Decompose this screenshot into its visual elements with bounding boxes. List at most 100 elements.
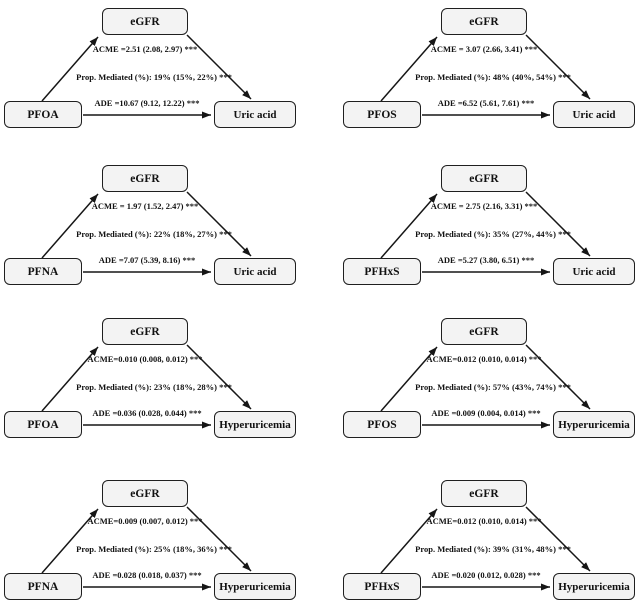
outcome-box: Hyperuricemia <box>214 573 296 600</box>
prop-mediated-label: Prop. Mediated (%): 35% (27%, 44%) *** <box>415 229 571 239</box>
acme-label: ACME = 2.75 (2.16, 3.31) *** <box>430 201 538 211</box>
ade-label: ADE =7.07 (5.39, 8.16) *** <box>98 255 196 265</box>
prop-mediated-label: Prop. Mediated (%): 19% (15%, 22%) *** <box>76 72 232 82</box>
arrow-mediator-to-outcome <box>525 191 591 257</box>
exposure-box: PFHxS <box>343 258 421 285</box>
mediator-box: eGFR <box>102 318 188 345</box>
mediator-label: eGFR <box>130 172 160 185</box>
arrow-exposure-to-mediator <box>380 346 438 412</box>
exposure-box: PFOA <box>4 101 82 128</box>
prop-mediated-label: Prop. Mediated (%): 25% (18%, 36%) *** <box>76 544 232 554</box>
mediator-label: eGFR <box>469 325 499 338</box>
prop-mediated-label: Prop. Mediated (%): 23% (18%, 28%) *** <box>76 382 232 392</box>
outcome-label: Uric acid <box>572 265 616 278</box>
arrow-exposure-to-mediator <box>380 508 438 574</box>
panel-pfoa-uric-acid: eGFR PFOA Uric acid ACME =2.51 (2.08, 2.… <box>0 4 320 149</box>
path-arrows <box>41 344 252 429</box>
mediator-label: eGFR <box>469 15 499 28</box>
mediator-box: eGFR <box>102 8 188 35</box>
ade-label: ADE =0.036 (0.028, 0.044) *** <box>92 408 202 418</box>
exposure-label: PFOA <box>27 418 59 431</box>
outcome-box: Hyperuricemia <box>214 411 296 438</box>
mediator-label: eGFR <box>130 487 160 500</box>
arrow-exposure-to-mediator <box>380 193 438 259</box>
exposure-label: PFOS <box>367 418 397 431</box>
mediator-box: eGFR <box>441 480 527 507</box>
exposure-box: PFNA <box>4 573 82 600</box>
prop-mediated-label: Prop. Mediated (%): 48% (40%, 54%) *** <box>415 72 571 82</box>
ade-label: ADE =0.020 (0.012, 0.028) *** <box>431 570 541 580</box>
exposure-box: PFHxS <box>343 573 421 600</box>
arrow-mediator-to-outcome <box>186 344 252 410</box>
arrow-mediator-to-outcome <box>525 506 591 572</box>
outcome-box: Hyperuricemia <box>553 411 635 438</box>
arrow-mediator-to-outcome <box>525 344 591 410</box>
prop-mediated-label: Prop. Mediated (%): 57% (43%, 74%) *** <box>415 382 571 392</box>
ade-label: ADE =0.028 (0.018, 0.037) *** <box>92 570 202 580</box>
path-arrows <box>41 506 252 591</box>
exposure-label: PFNA <box>27 580 59 593</box>
path-arrows <box>380 34 591 119</box>
mediator-box: eGFR <box>441 165 527 192</box>
mediator-label: eGFR <box>469 172 499 185</box>
outcome-label: Hyperuricemia <box>219 580 291 593</box>
acme-label: ACME=0.010 (0.008, 0.012) *** <box>87 354 203 364</box>
outcome-box: Uric acid <box>553 258 635 285</box>
outcome-label: Hyperuricemia <box>558 580 630 593</box>
mediator-box: eGFR <box>441 8 527 35</box>
prop-mediated-label: Prop. Mediated (%): 39% (31%, 48%) *** <box>415 544 571 554</box>
exposure-box: PFOS <box>343 411 421 438</box>
mediator-box: eGFR <box>102 480 188 507</box>
panel-pfna-hyperuricemia: eGFR PFNA Hyperuricemia ACME=0.009 (0.00… <box>0 476 320 607</box>
arrow-mediator-to-outcome <box>186 506 252 572</box>
exposure-label: PFOA <box>27 108 59 121</box>
ade-label: ADE =6.52 (5.61, 7.61) *** <box>437 98 535 108</box>
panel-pfos-uric-acid: eGFR PFOS Uric acid ACME = 3.07 (2.66, 3… <box>320 4 640 149</box>
mediator-box: eGFR <box>102 165 188 192</box>
arrow-mediator-to-outcome <box>525 34 591 100</box>
mediator-label: eGFR <box>130 15 160 28</box>
acme-label: ACME=0.009 (0.007, 0.012) *** <box>87 516 203 526</box>
outcome-box: Uric acid <box>214 258 296 285</box>
arrow-exposure-to-mediator <box>41 36 99 102</box>
outcome-label: Hyperuricemia <box>558 418 630 431</box>
arrow-mediator-to-outcome <box>186 191 252 257</box>
exposure-box: PFOS <box>343 101 421 128</box>
arrow-exposure-to-mediator <box>41 193 99 259</box>
mediator-label: eGFR <box>130 325 160 338</box>
arrow-exposure-to-mediator <box>41 508 99 574</box>
mediator-box: eGFR <box>441 318 527 345</box>
arrow-mediator-to-outcome <box>186 34 252 100</box>
path-arrows <box>41 34 252 119</box>
outcome-box: Hyperuricemia <box>553 573 635 600</box>
path-arrows <box>380 506 591 591</box>
acme-label: ACME=0.012 (0.010, 0.014) *** <box>426 354 542 364</box>
outcome-label: Uric acid <box>233 265 277 278</box>
outcome-box: Uric acid <box>553 101 635 128</box>
path-arrows <box>41 191 252 276</box>
prop-mediated-label: Prop. Mediated (%): 22% (18%, 27%) *** <box>76 229 232 239</box>
ade-label: ADE =0.009 (0.004, 0.014) *** <box>431 408 541 418</box>
exposure-label: PFHxS <box>364 580 400 593</box>
outcome-box: Uric acid <box>214 101 296 128</box>
exposure-box: PFNA <box>4 258 82 285</box>
ade-label: ADE =10.67 (9.12, 12.22) *** <box>94 98 200 108</box>
outcome-label: Uric acid <box>233 108 277 121</box>
path-arrows <box>380 191 591 276</box>
panel-pfhxs-uric-acid: eGFR PFHxS Uric acid ACME = 2.75 (2.16, … <box>320 161 640 306</box>
ade-label: ADE =5.27 (3.80, 6.51) *** <box>437 255 535 265</box>
exposure-label: PFNA <box>27 265 59 278</box>
outcome-label: Hyperuricemia <box>219 418 291 431</box>
acme-label: ACME = 3.07 (2.66, 3.41) *** <box>430 44 538 54</box>
acme-label: ACME=0.012 (0.010, 0.014) *** <box>426 516 542 526</box>
acme-label: ACME =2.51 (2.08, 2.97) *** <box>92 44 198 54</box>
exposure-label: PFOS <box>367 108 397 121</box>
exposure-label: PFHxS <box>364 265 400 278</box>
outcome-label: Uric acid <box>572 108 616 121</box>
panel-pfoa-hyperuricemia: eGFR PFOA Hyperuricemia ACME=0.010 (0.00… <box>0 314 320 459</box>
panel-pfna-uric-acid: eGFR PFNA Uric acid ACME = 1.97 (1.52, 2… <box>0 161 320 306</box>
panel-pfos-hyperuricemia: eGFR PFOS Hyperuricemia ACME=0.012 (0.01… <box>320 314 640 459</box>
path-arrows <box>380 344 591 429</box>
panel-pfhxs-hyperuricemia: eGFR PFHxS Hyperuricemia ACME=0.012 (0.0… <box>320 476 640 607</box>
